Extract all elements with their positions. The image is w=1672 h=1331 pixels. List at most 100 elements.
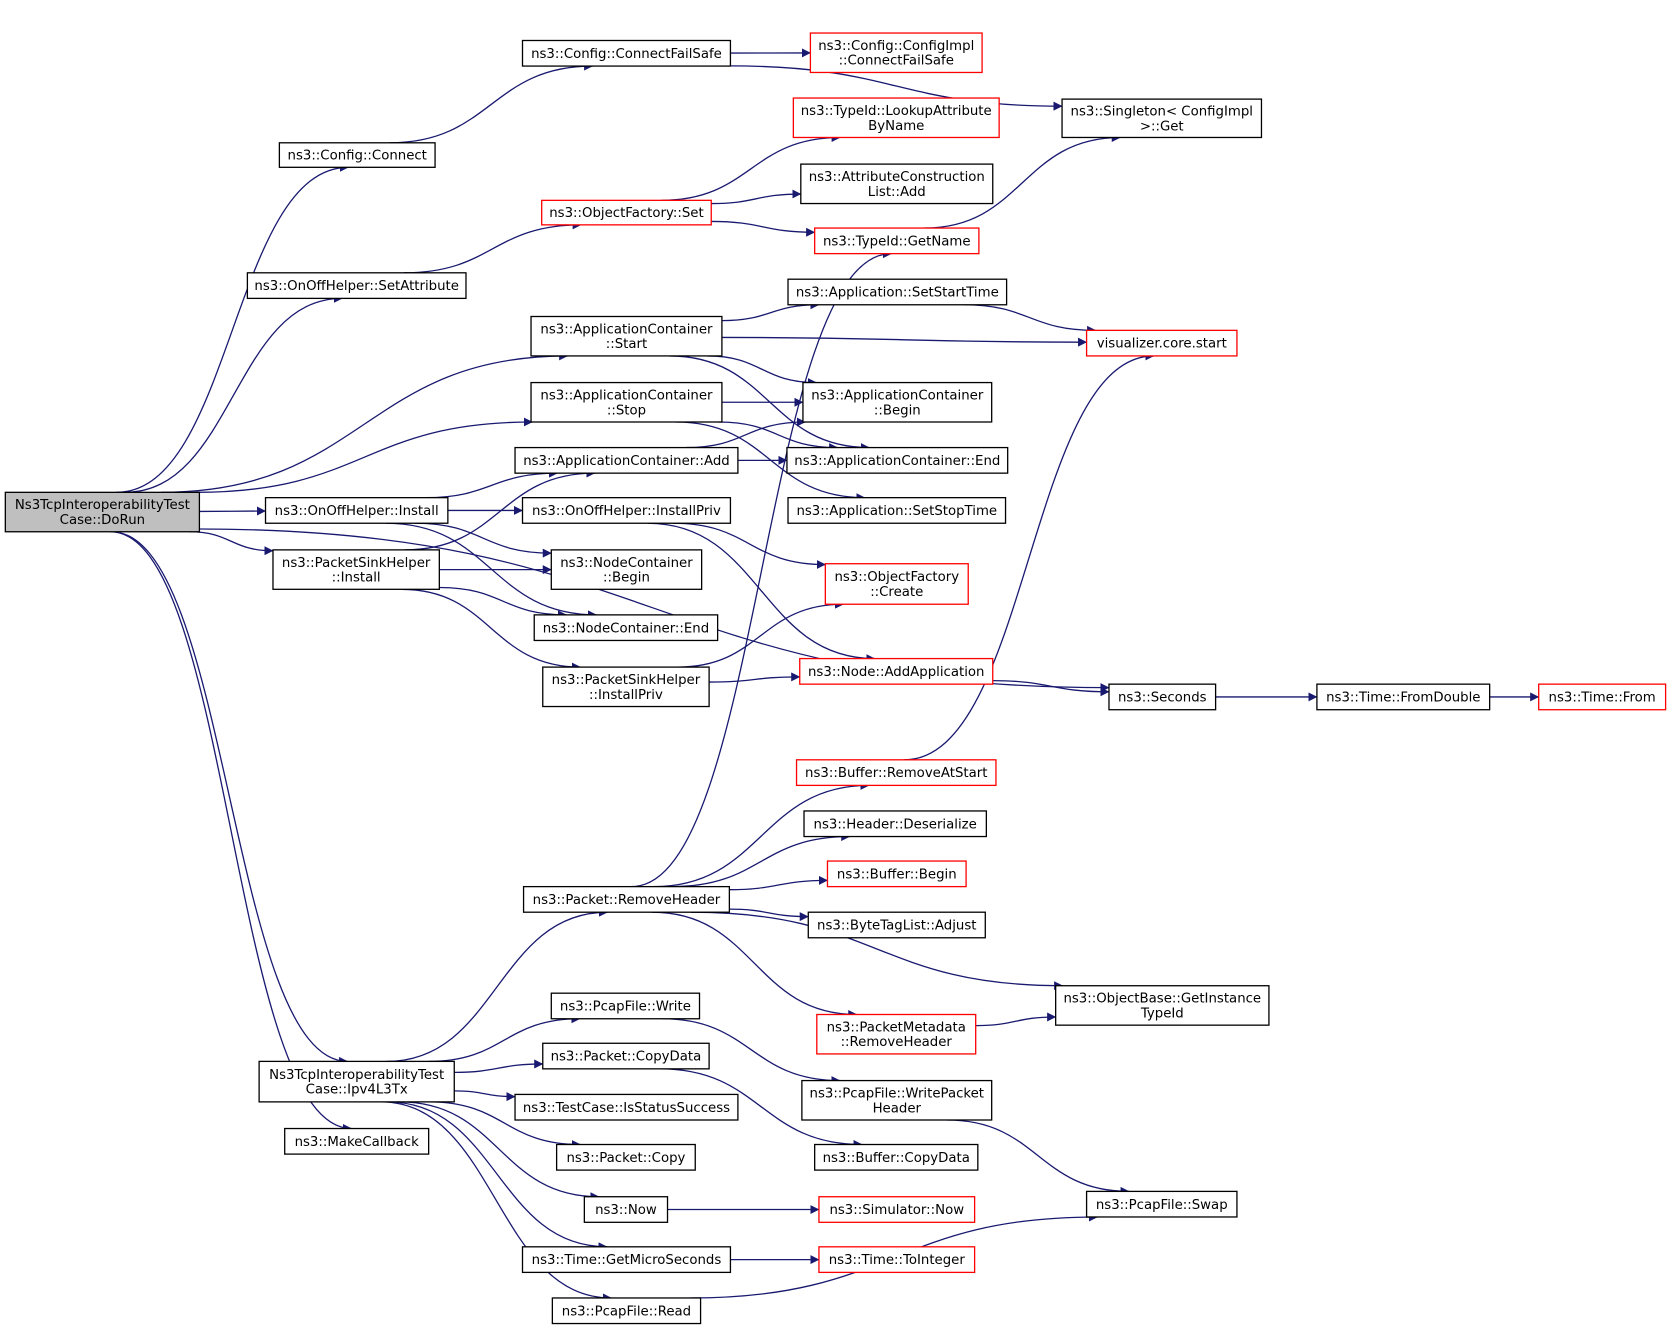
- node-label: ns3::AttributeConstruction: [809, 170, 985, 185]
- node-box: [521, 1246, 732, 1274]
- node-box: [583, 1196, 669, 1223]
- edge-ipv4L3Tx-to-timeGetMicro: [387, 1101, 608, 1252]
- node-objFactSet[interactable]: ns3::ObjectFactory::Set: [541, 199, 712, 226]
- node-box: [1538, 683, 1667, 711]
- node-pcapWrite[interactable]: ns3::PcapFile::Write: [550, 992, 701, 1020]
- node-appContStop[interactable]: ns3::ApplicationContainer::Stop: [530, 381, 723, 423]
- node-box: [818, 1196, 976, 1223]
- node-box: [542, 666, 710, 708]
- node-box: [521, 497, 732, 524]
- edge-root-to-pktSinkInstall: [189, 531, 274, 556]
- node-box: [1061, 98, 1263, 139]
- node-appSetStart[interactable]: ns3::Application::SetStartTime: [787, 278, 1008, 306]
- node-pktCopyData[interactable]: ns3::Packet::CopyData: [542, 1042, 710, 1070]
- node-box: [800, 163, 994, 205]
- node-bufBegin[interactable]: ns3::Buffer::Begin: [826, 860, 967, 888]
- node-appContAdd[interactable]: ns3::ApplicationContainer::Add: [514, 446, 739, 474]
- node-timeFromDouble[interactable]: ns3::Time::FromDouble: [1316, 683, 1491, 711]
- node-box: [530, 381, 723, 423]
- node-label: ::Begin: [603, 571, 650, 586]
- node-box: [792, 97, 1000, 139]
- node-pktSinkInstall[interactable]: ns3::PacketSinkHelper::Install: [272, 549, 440, 590]
- node-byteTagAdjust[interactable]: ns3::ByteTagList::Adjust: [807, 911, 986, 939]
- node-cfgImplCFS[interactable]: ns3::Config::ConfigImpl::ConnectFailSafe: [809, 32, 983, 74]
- node-label: ns3::PcapFile::Swap: [1096, 1198, 1228, 1213]
- node-nodeContEnd[interactable]: ns3::NodeContainer::End: [533, 614, 719, 642]
- edge-root-to-onoffSetAttr: [124, 293, 343, 493]
- node-label: ns3::MakeCallback: [295, 1135, 420, 1150]
- edge-objFactSet-to-attrConstr: [711, 189, 802, 205]
- node-box: [826, 860, 967, 888]
- node-label: ::RemoveHeader: [841, 1035, 953, 1050]
- node-timeToInteger[interactable]: ns3::Time::ToInteger: [818, 1246, 976, 1274]
- node-box: [522, 885, 731, 913]
- node-appContStart[interactable]: ns3::ApplicationContainer::Start: [530, 315, 723, 357]
- node-label: ns3::ApplicationContainer: [811, 388, 984, 403]
- node-nodeContBegin[interactable]: ns3::NodeContainer::Begin: [550, 549, 703, 590]
- node-hdrDeserialize[interactable]: ns3::Header::Deserialize: [803, 810, 988, 838]
- call-edges: [110, 48, 1540, 1303]
- node-box: [799, 657, 994, 685]
- edge-ipv4L3Tx-to-pcapRead: [380, 1101, 612, 1303]
- node-pcapRead[interactable]: ns3::PcapFile::Read: [551, 1297, 702, 1325]
- node-label: ns3::PacketMetadata: [827, 1020, 966, 1035]
- node-label: ns3::Application::SetStopTime: [796, 504, 997, 519]
- node-onoffInstallPriv[interactable]: ns3::OnOffHelper::InstallPriv: [521, 497, 732, 524]
- node-label: >::Get: [1140, 119, 1184, 134]
- node-now[interactable]: ns3::Now: [583, 1196, 669, 1223]
- node-appContEnd[interactable]: ns3::ApplicationContainer::End: [786, 446, 1009, 474]
- node-appSetStop[interactable]: ns3::Application::SetStopTime: [787, 497, 1007, 524]
- node-simNow[interactable]: ns3::Simulator::Now: [818, 1196, 976, 1223]
- node-label: visualizer.core.start: [1097, 337, 1227, 352]
- node-onoffInstall[interactable]: ns3::OnOffHelper::Install: [264, 497, 449, 524]
- node-box: [824, 563, 969, 605]
- edge-pktRemoveHeader-to-bufBegin: [729, 875, 828, 891]
- node-singleton[interactable]: ns3::Singleton< ConfigImpl>::Get: [1061, 98, 1263, 139]
- node-timeGetMicro[interactable]: ns3::Time::GetMicroSeconds: [521, 1246, 732, 1274]
- node-timeFrom[interactable]: ns3::Time::From: [1538, 683, 1667, 711]
- node-box: [803, 810, 988, 838]
- node-box: [258, 1060, 455, 1103]
- node-cfgConnectFS[interactable]: ns3::Config::ConnectFailSafe: [521, 39, 732, 67]
- node-label: ::ConnectFailSafe: [839, 54, 954, 69]
- node-bufRemoveAtStart[interactable]: ns3::Buffer::RemoveAtStart: [795, 759, 997, 787]
- node-label: ns3::ApplicationContainer::Add: [523, 454, 730, 469]
- node-pktCopy[interactable]: ns3::Packet::Copy: [555, 1143, 696, 1171]
- node-cfgConnect[interactable]: ns3::Config::Connect: [278, 142, 436, 168]
- node-testCaseIsStatus[interactable]: ns3::TestCase::IsStatusSuccess: [514, 1093, 739, 1121]
- edge-pktRemoveHeader-to-bufRemoveAtStart: [653, 780, 870, 888]
- edge-appContAdd-to-appContBegin: [686, 417, 806, 449]
- node-nodeAddApp[interactable]: ns3::Node::AddApplication: [799, 657, 994, 685]
- node-box: [541, 199, 712, 226]
- node-label: ns3::Packet::RemoveHeader: [533, 893, 721, 908]
- node-label: ns3::NodeContainer::End: [543, 621, 709, 636]
- node-box: [787, 278, 1008, 306]
- node-seconds[interactable]: ns3::Seconds: [1108, 683, 1217, 711]
- edge-pktSinkInstallPriv-to-objFactCreate: [677, 599, 844, 668]
- node-label: ns3::Packet::Copy: [566, 1151, 685, 1166]
- node-bufCopyData[interactable]: ns3::Buffer::CopyData: [814, 1143, 979, 1171]
- node-makeCallback[interactable]: ns3::MakeCallback: [284, 1127, 430, 1155]
- node-pktSinkInstallPriv[interactable]: ns3::PacketSinkHelper::InstallPriv: [542, 666, 710, 708]
- node-box: [816, 1013, 977, 1055]
- node-pcapSwap[interactable]: ns3::PcapFile::Swap: [1085, 1190, 1238, 1218]
- node-pktMetaRemoveHdr[interactable]: ns3::PacketMetadata::RemoveHeader: [816, 1013, 977, 1055]
- node-label: ns3::Buffer::RemoveAtStart: [805, 766, 987, 781]
- node-appContBegin[interactable]: ns3::ApplicationContainer::Begin: [802, 381, 993, 423]
- node-label: Ns3TcpInteroperabilityTest: [15, 498, 190, 513]
- node-objFactCreate[interactable]: ns3::ObjectFactory::Create: [824, 563, 969, 605]
- node-pktRemoveHeader[interactable]: ns3::Packet::RemoveHeader: [522, 885, 731, 913]
- edge-pktRemoveHeader-to-hdrDeserialize: [671, 832, 851, 888]
- node-onoffSetAttr[interactable]: ns3::OnOffHelper::SetAttribute: [246, 272, 467, 300]
- node-label: ns3::Buffer::Begin: [837, 867, 957, 882]
- node-vizStart[interactable]: visualizer.core.start: [1085, 329, 1238, 357]
- node-label: ns3::TypeId::LookupAttribute: [801, 104, 992, 119]
- node-typeidGetName[interactable]: ns3::TypeId::GetName: [814, 227, 980, 255]
- edge-onoffInstallPriv-to-objFactCreate: [673, 522, 826, 570]
